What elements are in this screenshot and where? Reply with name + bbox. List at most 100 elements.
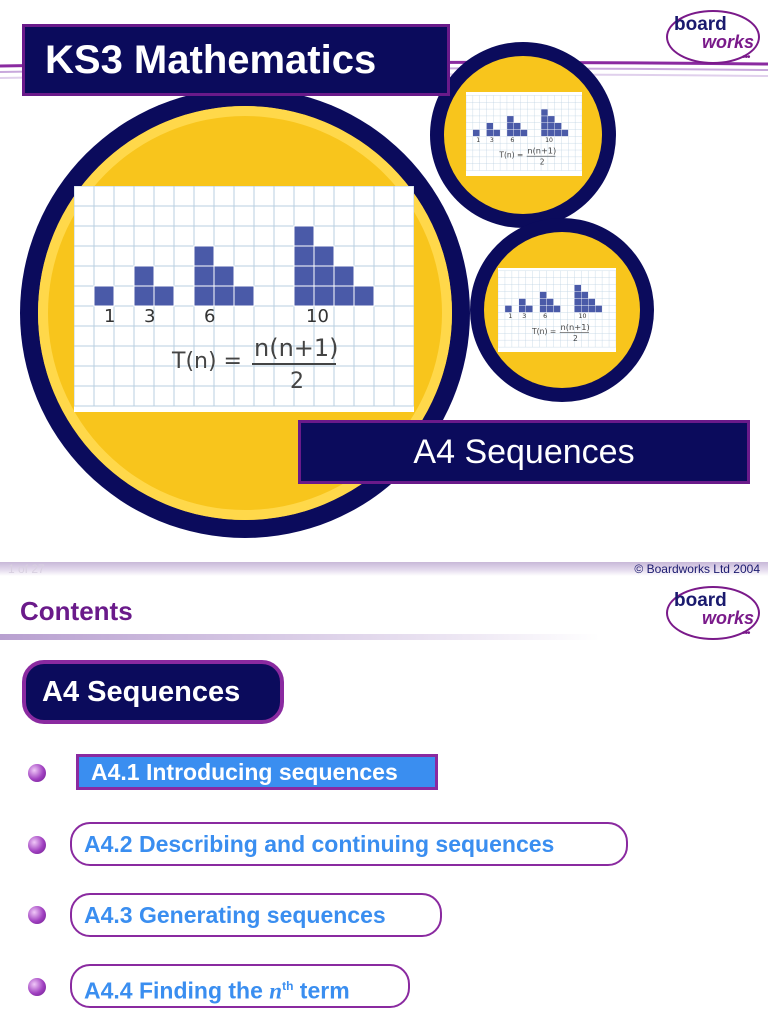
triangle-block xyxy=(574,305,582,313)
triangle-block xyxy=(333,285,355,307)
triangle-block xyxy=(486,122,494,130)
formula-text: 2 xyxy=(290,369,304,394)
triangle-block xyxy=(588,298,596,306)
grid-label: 10 xyxy=(545,137,553,144)
formula-text: n(n+1) xyxy=(560,322,589,332)
contents-item-nth-term[interactable]: A4.4 Finding the nth term xyxy=(70,964,410,1008)
formula-text: T(n) = xyxy=(171,349,242,374)
triangle-block xyxy=(574,298,582,306)
heading-rule xyxy=(0,634,600,640)
triangle-numbers-thumbnail-bottom: 1 3 6 10T(n) = n(n+1) 2 xyxy=(498,268,616,352)
bullet-icon xyxy=(28,978,46,996)
triangle-block xyxy=(486,129,494,137)
triangle-block xyxy=(554,129,562,137)
formula-text: T(n) = xyxy=(531,327,556,336)
grid-label: 10 xyxy=(306,306,329,327)
triangle-block xyxy=(493,129,501,137)
triangle-block xyxy=(561,129,569,137)
triangle-block xyxy=(546,298,554,306)
triangle-block xyxy=(193,265,215,287)
formula-text: T(n) = xyxy=(498,151,523,160)
course-title: KS3 Mathematics xyxy=(22,24,450,96)
formula-text: 2 xyxy=(540,157,545,166)
triangle-block xyxy=(293,265,315,287)
grid-label: 10 xyxy=(579,313,587,320)
triangle-block xyxy=(581,305,589,313)
triangle-block xyxy=(540,108,549,117)
triangle-block xyxy=(506,122,514,130)
triangle-block xyxy=(547,115,555,123)
triangle-block xyxy=(293,285,315,307)
bullet-icon xyxy=(28,906,46,924)
triangle-block xyxy=(574,284,582,292)
triangle-block xyxy=(93,285,115,307)
triangle-block xyxy=(553,305,561,313)
grid-label: 3 xyxy=(522,313,526,320)
contents-heading: Contents xyxy=(20,596,133,626)
grid-label: 1 xyxy=(104,306,115,327)
formula-text: n(n+1) xyxy=(527,145,556,155)
triangle-block xyxy=(233,285,255,307)
triangle-block xyxy=(506,115,514,123)
triangle-block xyxy=(504,305,513,313)
section-title: A4 Sequences xyxy=(22,660,284,724)
triangle-block xyxy=(539,298,547,306)
triangle-block xyxy=(513,122,521,130)
triangle-block xyxy=(313,265,335,287)
slide-divider xyxy=(0,562,768,576)
grid-label: 1 xyxy=(508,313,512,320)
contents-item-describing[interactable]: A4.2 Describing and continuing sequences xyxy=(70,822,628,866)
triangle-block xyxy=(333,265,355,287)
triangle-block xyxy=(133,265,155,287)
triangle-block xyxy=(539,305,547,313)
triangle-block xyxy=(153,285,175,307)
triangle-numbers-grid: 1 3 6 10T(n) = n(n+1) 2 xyxy=(74,186,414,412)
formula-text: 2 xyxy=(573,334,578,343)
triangle-block xyxy=(293,225,315,247)
boardworks-logo: board works ••• xyxy=(666,10,760,64)
topic-title: A4 Sequences xyxy=(298,420,750,484)
grid-label: 3 xyxy=(490,137,494,144)
triangle-numbers-thumbnail-top: 1 3 6 10T(n) = n(n+1) 2 xyxy=(466,92,582,176)
triangle-block xyxy=(506,129,514,137)
triangle-block xyxy=(588,305,596,313)
triangle-block xyxy=(539,291,547,299)
boardworks-logo-contents: board works ••• xyxy=(666,586,760,640)
triangle-block xyxy=(293,245,315,267)
triangle-block xyxy=(193,245,215,267)
triangle-block xyxy=(313,245,335,267)
triangle-block xyxy=(547,122,555,130)
triangle-block xyxy=(518,298,526,306)
triangle-block xyxy=(554,122,562,130)
formula-text: n(n+1) xyxy=(254,334,339,362)
triangle-block xyxy=(574,291,582,299)
triangle-block xyxy=(581,291,589,299)
triangle-block xyxy=(513,129,521,137)
triangle-block xyxy=(213,265,235,287)
triangle-block xyxy=(472,129,480,137)
contents-item-generating[interactable]: A4.3 Generating sequences xyxy=(70,893,442,937)
triangle-block xyxy=(540,129,549,137)
grid-label: 3 xyxy=(144,306,155,327)
triangle-block xyxy=(525,305,533,313)
triangle-block xyxy=(518,305,526,313)
grid-label: 6 xyxy=(204,306,215,327)
triangle-block xyxy=(313,285,335,307)
triangle-block xyxy=(581,298,589,306)
bullet-icon xyxy=(28,836,46,854)
triangle-block xyxy=(520,129,528,137)
contents-item-introducing[interactable]: A4.1 Introducing sequences xyxy=(76,754,438,790)
grid-label: 6 xyxy=(510,137,514,144)
triangle-block xyxy=(540,115,549,123)
triangle-block xyxy=(595,305,603,313)
triangle-block xyxy=(213,285,235,307)
triangle-block xyxy=(133,285,155,307)
triangle-block xyxy=(193,285,215,307)
page-number: 1 of 27 xyxy=(8,562,45,576)
bullet-icon xyxy=(28,764,46,782)
triangle-block xyxy=(540,122,549,130)
triangle-block xyxy=(353,285,375,307)
grid-label: 6 xyxy=(543,313,547,320)
grid-label: 1 xyxy=(476,137,480,144)
